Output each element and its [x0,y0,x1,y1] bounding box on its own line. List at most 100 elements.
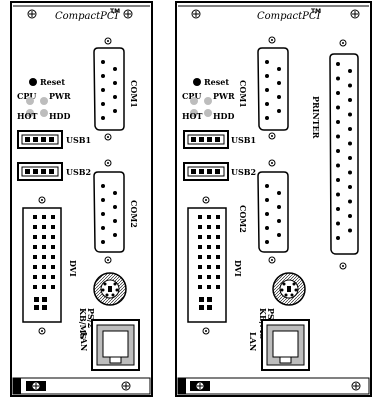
led-hdd-icon [204,109,212,117]
printer-pin [336,105,340,110]
dvi-pin [42,235,46,239]
printer-pin [348,141,352,146]
com2-pins [101,184,117,244]
dvi-pin [207,275,211,279]
dvi-pins [198,215,220,289]
usb1-contacts [25,137,54,142]
ps2-pins [101,282,119,297]
com1-screw-icon [268,36,276,44]
dvi-pin [216,255,220,259]
dvi-pin [198,225,202,229]
dvi-pin [216,275,220,279]
dvi-pin [51,235,55,239]
led-hot-label: HOT [17,111,38,121]
com1-port[interactable] [93,47,125,131]
printer-pin [336,192,340,197]
dvi-pin [42,275,46,279]
reset-button[interactable] [29,78,37,86]
dvi-screw-icon [202,327,210,335]
screw-icon [27,9,37,19]
lan-label: LAN [248,332,258,351]
com2-screw-icon [268,256,276,264]
dvi-pin [51,275,55,279]
led-cpu-label: CPU [182,91,201,101]
led-hot-icon [26,109,34,117]
dvi-pin [198,285,202,289]
printer-pin [336,62,340,66]
dvi-label: DVI [68,260,78,277]
usb1-contacts [191,137,220,142]
dvi-pin [216,245,220,249]
printer-pin [348,228,352,233]
led-cpu-icon [26,97,34,105]
usb2-contacts [191,169,220,174]
dvi-pin [51,215,55,219]
printer-pin [348,199,352,204]
com2-screw-icon [104,159,112,167]
dvi-screw-icon [202,196,210,204]
dvi-pin [216,215,220,219]
dvi-pin [33,265,37,269]
dvi-pin [198,235,202,239]
printer-pin [348,214,352,218]
com1-pins [101,60,117,120]
ps2-label: PS/2 [266,308,276,328]
usb2-contacts [25,169,54,174]
led-hdd-icon [40,109,48,117]
printer-pin [336,207,340,211]
dvi-pin [51,285,55,289]
com2-label: COM2 [238,205,248,233]
dvi-pin [42,285,46,289]
dvi-pin [216,265,220,269]
ps2-pins [280,282,298,297]
printer-pin [348,112,352,117]
led-pwr-label: PWR [213,91,235,101]
com1-port[interactable] [257,47,289,131]
printer-pin [336,76,340,81]
dvi-pin [42,245,46,249]
printer-port[interactable] [329,53,359,255]
com1-pins [265,60,281,120]
dvi-pin [207,235,211,239]
com2-port[interactable] [93,171,125,253]
dvi-pin [51,245,55,249]
printer-label: PRINTER [311,96,321,139]
dvi-pin [51,265,55,269]
com2-label: COM2 [129,200,139,228]
printer-pin [348,98,352,102]
led-hdd-label: HDD [49,111,70,121]
dvi-pin [33,215,37,219]
printer-pin [348,127,352,131]
dvi-pin [207,245,211,249]
dvi-pin [207,285,211,289]
ps2-label: PS/2 [86,308,96,328]
com2-port[interactable] [257,171,289,253]
screw-icon [350,9,360,19]
com1-screw-icon [104,133,112,141]
led-cpu-label: CPU [17,91,36,101]
dvi-pin [198,275,202,279]
com2-pins [265,184,281,244]
dvi-pin [207,225,211,229]
com1-label: COM1 [238,80,248,108]
screw-icon [351,381,361,391]
usb1-label: USB1 [66,135,91,145]
printer-pin [348,185,352,189]
led-hot-label: HOT [182,111,203,121]
dvi-pin [33,275,37,279]
screw-icon [121,381,131,391]
dvi-pin [207,265,211,269]
reset-button[interactable] [193,78,201,86]
usb1-label: USB1 [231,135,256,145]
dvi-label: DVI [233,260,243,277]
dvi-pin [42,265,46,269]
com2-screw-icon [104,256,112,264]
brand-logo: CompactPCI [257,11,322,22]
dvi-pin [198,255,202,259]
led-hot-icon [190,109,198,117]
com1-screw-icon [268,132,276,140]
led-pwr-label: PWR [49,91,71,101]
printer-pin [336,120,340,124]
reset-label: Reset [204,77,229,87]
